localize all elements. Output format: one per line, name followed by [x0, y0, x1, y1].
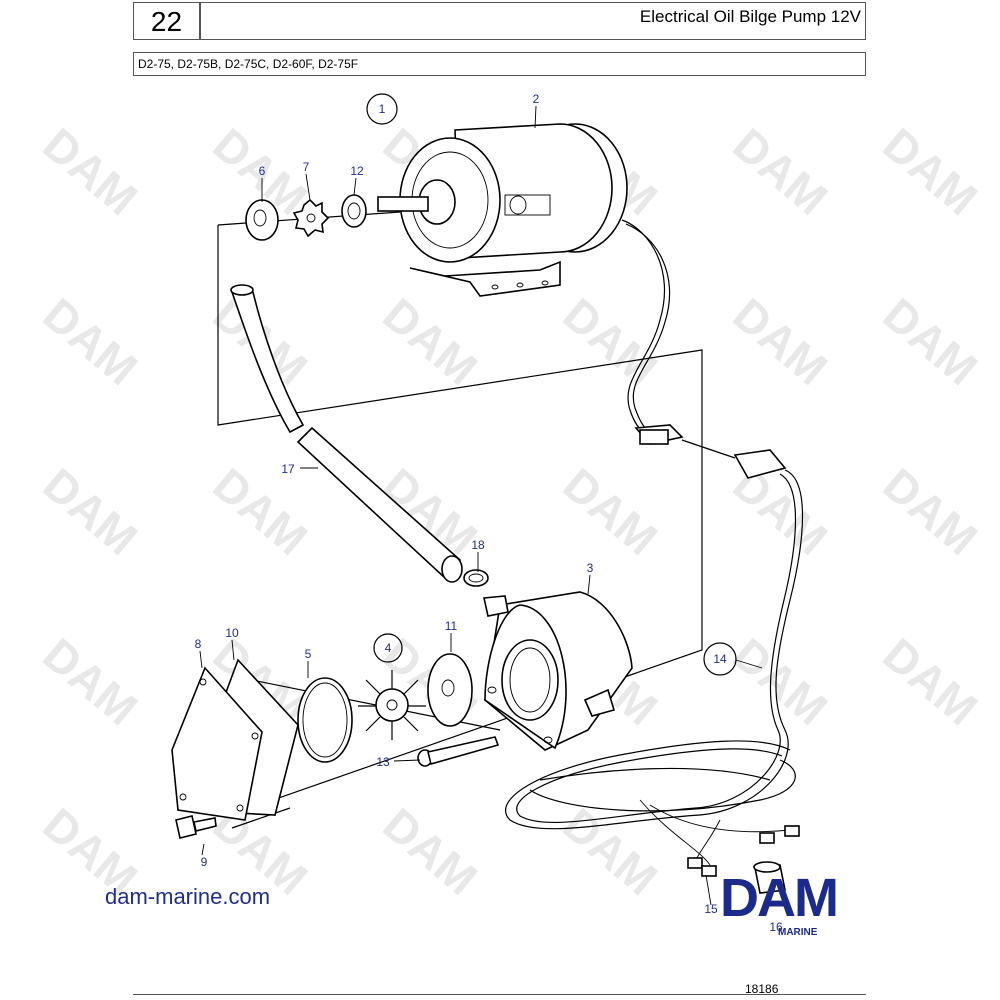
callout-6: 6 [259, 164, 266, 178]
hose-clip [463, 569, 489, 587]
models-box: D2-75, D2-75B, D2-75C, D2-60F, D2-75F [133, 52, 866, 76]
watermark: DAM [874, 458, 988, 565]
watermark: DAM [554, 798, 668, 905]
watermark: DAM [724, 118, 838, 225]
svg-text:4: 4 [385, 641, 392, 655]
callout-5: 5 [305, 647, 312, 661]
callout-8: 8 [195, 637, 202, 651]
watermark: DAM [34, 288, 148, 395]
motor-cable [621, 219, 671, 433]
capacitor [753, 861, 786, 894]
wear-plate [427, 653, 473, 727]
page-title: Electrical Oil Bilge Pump 12V [639, 7, 861, 26]
pump-cover [171, 666, 263, 821]
callout-2: 2 [533, 92, 540, 106]
watermark: DAM [554, 458, 668, 565]
shaft-seal [245, 199, 279, 241]
watermark: DAM [554, 288, 668, 395]
pump-housing [483, 591, 633, 751]
bearing [341, 194, 367, 228]
callout-15: 15 [704, 902, 718, 916]
watermark: DAM [34, 628, 148, 735]
callout-17: 17 [281, 462, 295, 476]
footer-divider [133, 994, 866, 995]
cable-terminals [687, 825, 800, 877]
suction-hose [230, 284, 463, 583]
callout-10: 10 [225, 626, 239, 640]
page-number: 22 [150, 6, 183, 37]
bolt [175, 815, 217, 839]
watermark: DAM [34, 458, 148, 565]
callout-13: 13 [376, 755, 390, 769]
callout-18: 18 [471, 538, 485, 552]
callout-16: 16 [769, 920, 783, 934]
watermark: DAM [374, 288, 488, 395]
watermark: DAM [724, 288, 838, 395]
leader-lines [199, 105, 763, 906]
logo-wordmark: DAM [720, 868, 839, 928]
watermark: DAM [204, 458, 318, 565]
callout-11: 11 [445, 619, 458, 633]
impeller [358, 670, 426, 740]
watermark: DAM [874, 118, 988, 225]
drawing-reference-number: 18186 [745, 982, 779, 996]
cable-connectors [634, 424, 787, 479]
logo-subtitle: MARINE [778, 927, 818, 938]
dam-marine-logo: DAM MARINE [720, 868, 900, 938]
o-ring [297, 677, 353, 763]
drive-gear [292, 198, 330, 238]
watermark: DAM [874, 628, 988, 735]
svg-text:14: 14 [713, 652, 727, 666]
callout-4: 4 [373, 633, 403, 663]
screw [417, 736, 500, 767]
wiring-harness [505, 469, 804, 866]
title-box: Electrical Oil Bilge Pump 12V [200, 2, 866, 40]
callout-1: 1 [366, 93, 398, 125]
svg-text:1: 1 [379, 102, 386, 116]
electric-motor [377, 123, 628, 297]
callout-3: 3 [587, 561, 594, 575]
watermark: DAM [34, 118, 148, 225]
callout-7: 7 [303, 160, 310, 174]
page-number-box: 22 [133, 2, 200, 40]
watermark: DAM [374, 798, 488, 905]
engine-models: D2-75, D2-75B, D2-75C, D2-60F, D2-75F [138, 57, 359, 71]
callout-9: 9 [201, 855, 208, 869]
callout-12: 12 [350, 164, 364, 178]
website-link[interactable]: dam-marine.com [105, 884, 271, 909]
watermark: DAM [874, 288, 988, 395]
callout-14: 14 [703, 642, 737, 676]
